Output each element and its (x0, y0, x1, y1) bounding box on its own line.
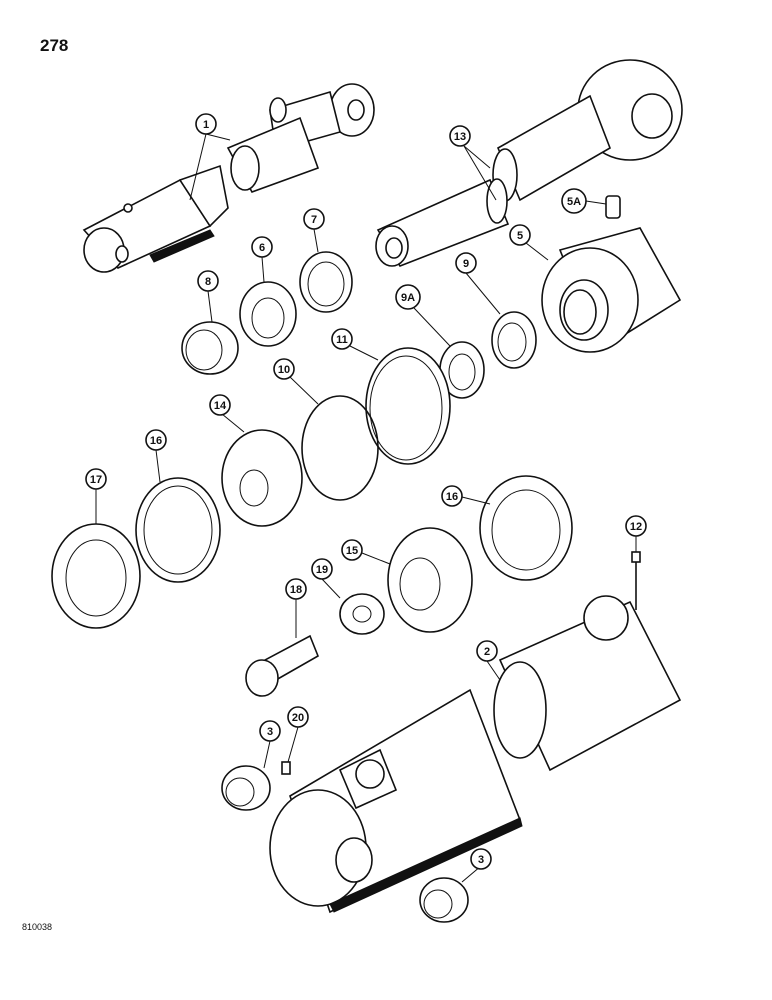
page-number: 278 (40, 36, 69, 55)
callout-3-lower: 3 (461, 848, 492, 883)
callout-5: 5 (509, 224, 549, 261)
callout-2: 2 (476, 640, 501, 681)
callout-8: 8 (197, 270, 219, 323)
callout-10: 10 (273, 358, 319, 405)
callout-label: 16 (446, 491, 458, 503)
callout-label: 9A (401, 292, 415, 304)
screw-part-12 (631, 551, 641, 610)
callout-3-upper: 3 (259, 720, 281, 769)
o-ring-part-10 (301, 395, 379, 501)
grease-fitting-part-20 (281, 761, 291, 775)
piston-rod-assembly-part-1 (82, 83, 375, 273)
callout-17: 17 (85, 468, 107, 524)
washer-part-19 (339, 593, 385, 635)
piston-part-15 (387, 527, 473, 633)
seal-part-6 (239, 281, 297, 347)
callout-label: 14 (214, 400, 227, 412)
bushing-part-3-lower (419, 877, 469, 923)
callout-label: 7 (311, 214, 317, 226)
callout-label: 20 (292, 712, 304, 724)
callout-12: 12 (625, 515, 647, 552)
wiper-part-7 (299, 251, 353, 313)
callout-label: 9 (463, 258, 469, 270)
callout-18: 18 (285, 578, 307, 638)
callout-16-upper: 16 (145, 429, 167, 483)
illustration-reference-code: 810038 (22, 922, 53, 932)
callout-label: 3 (478, 854, 484, 866)
callout-1: 1 (189, 113, 231, 201)
piston-seal-part-16-upper (135, 477, 221, 583)
callout-5a: 5A (561, 188, 607, 214)
callout-label: 5 (517, 230, 523, 242)
cylinder-barrel-part-2 (269, 595, 682, 914)
callout-label: 15 (346, 545, 358, 557)
piston-part-14 (221, 429, 303, 527)
head-gland-part-5 (541, 195, 682, 353)
callout-label: 11 (336, 334, 348, 346)
callout-14: 14 (209, 394, 245, 433)
callout-9: 9 (455, 252, 501, 315)
callout-label: 16 (150, 435, 162, 447)
callout-label: 3 (267, 726, 273, 738)
callout-label: 19 (316, 564, 328, 576)
cylinder-rod-part-13 (375, 59, 683, 267)
backup-ring-part-11 (365, 347, 451, 465)
callout-label: 13 (454, 131, 466, 143)
callout-16-lower: 16 (441, 485, 491, 507)
callout-7: 7 (303, 208, 325, 253)
backup-ring-part-9 (491, 311, 537, 369)
callout-label: 18 (290, 584, 302, 596)
callout-9a: 9A (395, 284, 451, 347)
piston-seal-part-16-lower (479, 475, 573, 581)
wear-ring-part-17 (51, 523, 141, 629)
bushing-part-8 (181, 321, 239, 375)
callout-6: 6 (251, 236, 273, 283)
bushing-part-3-upper (221, 765, 271, 811)
callout-label: 1 (203, 119, 209, 131)
callout-label: 8 (205, 276, 211, 288)
callout-11: 11 (331, 328, 379, 361)
callout-15: 15 (341, 539, 391, 565)
callout-label: 5A (567, 196, 581, 208)
callout-label: 2 (484, 646, 490, 658)
callout-20: 20 (287, 706, 309, 763)
bolt-part-18 (245, 634, 320, 697)
callout-label: 10 (278, 364, 290, 376)
callout-label: 6 (259, 242, 265, 254)
callout-label: 17 (90, 474, 102, 486)
callout-19: 19 (311, 558, 341, 599)
callout-13: 13 (449, 125, 497, 201)
callout-label: 12 (630, 521, 642, 533)
